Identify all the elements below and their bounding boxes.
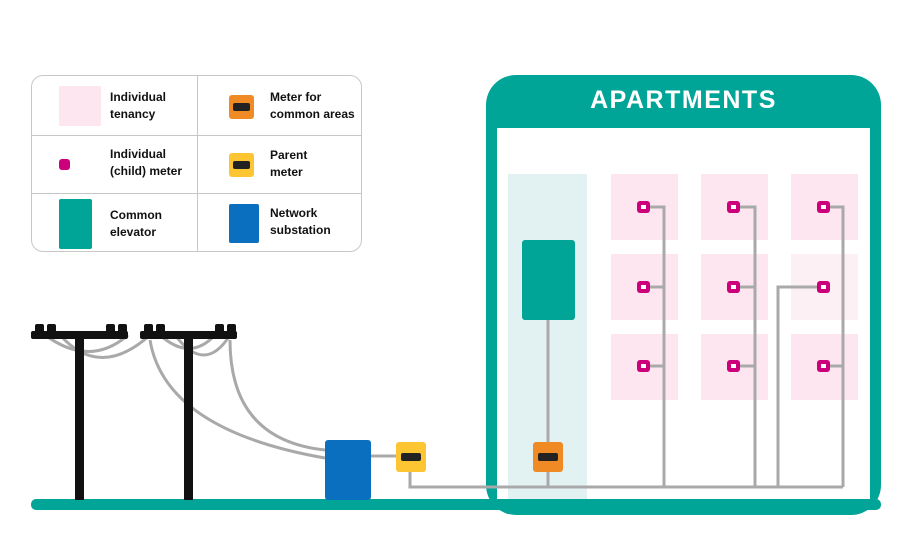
power-pole [140,324,237,500]
substation-swatch [229,204,259,243]
building-title: APARTMENTS [590,86,777,114]
legend-divider [197,76,198,251]
riser-col-2 [735,205,757,487]
elevator-swatch [59,199,92,249]
common-meter-swatch [229,95,254,119]
legend: Individual tenancy Individual (child) me… [31,75,362,252]
ground-line [31,499,881,510]
legend-individual-tenancy: Individual tenancy [110,90,167,121]
network-substation [325,440,371,500]
legend-child-meter: Individual (child) meter [110,147,183,178]
legend-divider [32,135,361,136]
riser-col-1 [645,205,666,487]
parent-meter [396,442,426,472]
legend-common-elevator: Common elevator [110,208,162,239]
riser-col-3a [776,285,825,487]
legend-divider [32,193,361,194]
parent-meter-swatch [229,153,254,177]
feeder-line [148,339,326,460]
main-feeder [408,470,843,489]
tenancy-swatch [59,86,101,126]
overhead-line [173,334,232,357]
power-pole [31,324,128,500]
common-elevator [522,240,575,320]
riser-col-3 [825,205,845,487]
legend-parent-meter: Parent meter [270,148,308,179]
child-meter-swatch [59,159,70,170]
common-area-meter [533,442,563,472]
legend-common-meter: Meter for common areas [270,90,355,121]
overhead-line [58,333,152,359]
overhead-line [44,333,129,353]
legend-network-substation: Network substation [270,206,331,237]
feeder-line [228,339,326,452]
